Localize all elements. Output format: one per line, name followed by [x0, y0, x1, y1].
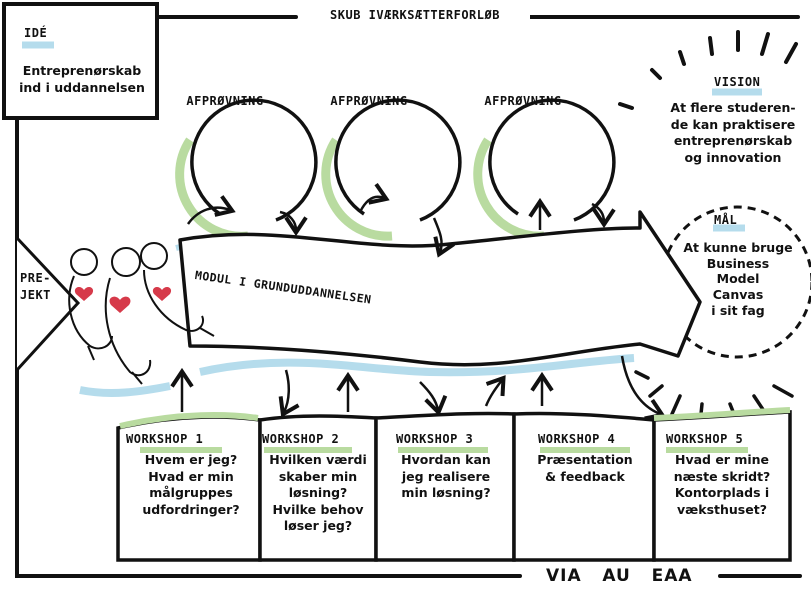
vision-text-line: og innovation — [684, 149, 782, 165]
workshop-text-line: målgruppes — [149, 485, 233, 500]
loop-circles — [190, 98, 616, 222]
goal-circle — [660, 205, 811, 359]
prejekt-line: JEKT — [20, 288, 51, 303]
ide-text-line: ind i uddannelsen — [19, 79, 145, 95]
workshop-4-title: WORKSHOP 4 — [538, 432, 616, 446]
workshop-text-line: næste skridt? — [673, 468, 771, 484]
flow-arrows — [170, 182, 666, 421]
vision-text-line: entreprenørskab — [673, 133, 793, 148]
loop-label-2: AFPRØVNING — [330, 94, 408, 108]
goal-text: At kunne bruge Business Model Canvas i s… — [676, 240, 800, 318]
goal-label: MÅL — [714, 213, 738, 227]
people-illustration — [68, 242, 215, 385]
workshop-text-line: Hvilken værdi — [269, 452, 367, 467]
workshop-text-line: min løsning? — [401, 485, 491, 500]
workshop-text-line: Hvilke behov — [272, 501, 364, 517]
vision-rays — [618, 30, 798, 110]
prejekt-line: PRE- — [20, 271, 51, 285]
hearts — [74, 287, 172, 313]
footer-partners: VIA AU EAA — [540, 566, 699, 586]
workshop-5-text: Hvad er mine næste skridt? Kontorplads i… — [658, 452, 786, 518]
workshop-text-line: Hvordan kan — [401, 452, 491, 467]
goal-text-line: Model — [716, 271, 760, 287]
workshop-text-line: skaber min — [278, 468, 358, 484]
vision-text-line: de kan praktisere — [670, 116, 796, 132]
goal-text-line: Canvas — [712, 286, 764, 302]
workshop-bands — [116, 407, 792, 562]
ide-text-line: Entreprenørskab — [22, 63, 142, 78]
workshop-text-line: Hvad er min — [148, 468, 234, 484]
vision-text-line: At flere studeren- — [670, 100, 796, 115]
prejekt-triangle — [15, 236, 81, 372]
ide-box — [2, 2, 159, 120]
goal-text-line: Business — [706, 255, 770, 271]
goal-text-line: At kunne bruge — [683, 240, 793, 255]
left-highlight — [79, 382, 171, 397]
workshop-5-title: WORKSHOP 5 — [666, 432, 744, 446]
workshop-text-line: Hvem er jeg? — [144, 452, 238, 467]
workshop-text-line: væksthuset? — [677, 501, 767, 517]
vision-label: VISION — [714, 75, 761, 89]
workshop-4-text: Præsentation & feedback — [520, 452, 650, 485]
workshop-text-line: løsning? — [288, 485, 348, 500]
workshop-5: WORKSHOP 5 Hvad er mine næste skridt? Ko… — [658, 432, 786, 518]
workshop-text-line: & feedback — [545, 468, 625, 484]
workshop-1-title: WORKSHOP 1 — [126, 432, 204, 446]
workshop-3: WORKSHOP 3 Hvordan kan jeg realisere min… — [382, 432, 510, 502]
workshop-2: WORKSHOP 2 Hvilken værdi skaber min løsn… — [262, 432, 374, 535]
workshop-text-line: Hvad er mine — [674, 452, 770, 467]
workshop-text-line: jeg realisere — [401, 468, 491, 484]
workshop-text-line: udfordringer? — [142, 501, 240, 517]
loop-label-1: AFPRØVNING — [186, 94, 264, 108]
workshop-text-line: Kontorplads i — [674, 485, 770, 500]
vision-text: At flere studeren- de kan praktisere ent… — [660, 100, 806, 166]
ide-label: IDÉ — [24, 26, 48, 40]
goal-text-line: i sit fag — [711, 302, 765, 318]
workshop-text-line: Præsentation — [537, 452, 633, 467]
workshop-3-text: Hvordan kan jeg realisere min løsning? — [382, 452, 510, 502]
loop-label-3: AFPRØVNING — [484, 94, 562, 108]
ide-text: Entreprenørskab ind i uddannelsen — [14, 63, 150, 96]
workshop-2-text: Hvilken værdi skaber min løsning? Hvilke… — [262, 452, 374, 535]
workshop-1-text: Hvem er jeg? Hvad er min målgruppes udfo… — [126, 452, 256, 518]
module-arrow — [178, 210, 702, 367]
diagram-title: SKUB IVÆRKSÆTTERFORLØB — [300, 8, 530, 22]
lower-highlight — [199, 354, 635, 377]
workshop-1: WORKSHOP 1 Hvem er jeg? Hvad er min målg… — [126, 432, 256, 518]
workshop-3-title: WORKSHOP 3 — [396, 432, 474, 446]
workshop-text-line: løser jeg? — [283, 518, 353, 533]
workshop-4: WORKSHOP 4 Præsentation & feedback — [520, 432, 650, 485]
prejekt-label: PRE- JEKT — [20, 270, 51, 305]
workshop-2-title: WORKSHOP 2 — [262, 432, 340, 446]
